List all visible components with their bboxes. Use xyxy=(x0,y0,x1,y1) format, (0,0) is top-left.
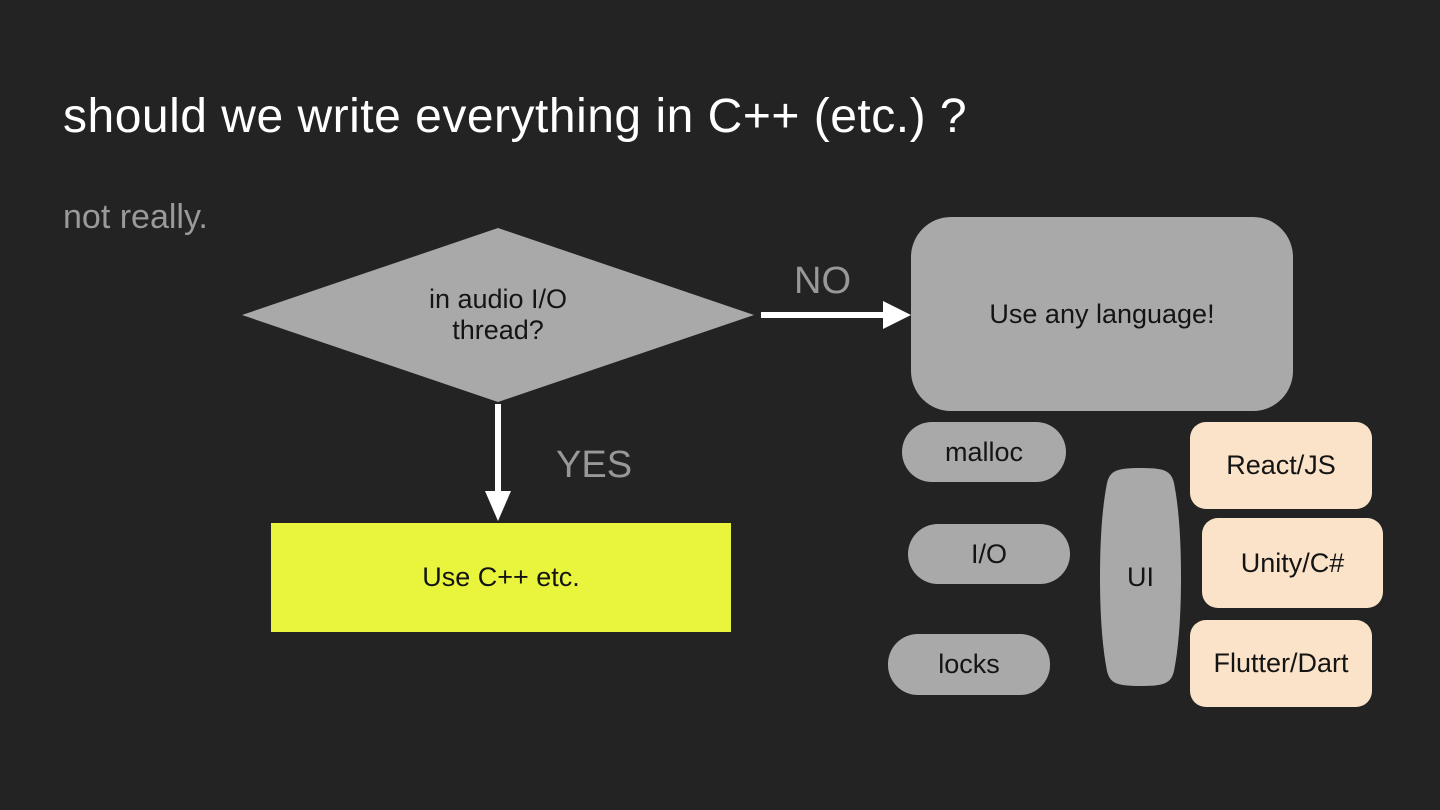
yes-edge-label: YES xyxy=(556,444,633,486)
ui-node-label: UI xyxy=(1127,561,1154,592)
no-arrow-head xyxy=(883,301,911,329)
yes-arrow-head xyxy=(485,491,511,521)
framework-box-flutter-dart: Flutter/Dart xyxy=(1190,620,1372,707)
ui-node-shape xyxy=(1100,468,1181,686)
framework-box-unity-cs: Unity/C# xyxy=(1202,518,1383,608)
framework-box-react-js: React/JS xyxy=(1190,422,1372,509)
constraint-pill-malloc: malloc xyxy=(902,422,1066,482)
slide-subtitle: not really. xyxy=(63,198,208,236)
decision-diamond-shape xyxy=(242,228,754,402)
constraint-pill-io: I/O xyxy=(908,524,1070,584)
use-any-language-box: Use any language! xyxy=(911,217,1293,411)
decision-label: in audio I/O thread? xyxy=(242,228,754,402)
no-edge-label: NO xyxy=(794,260,851,302)
decision-label-text: in audio I/O thread? xyxy=(428,284,568,345)
slide-title: should we write everything in C++ (etc.)… xyxy=(63,90,968,143)
use-cpp-box: Use C++ etc. xyxy=(271,523,731,632)
constraint-pill-locks: locks xyxy=(888,634,1050,695)
